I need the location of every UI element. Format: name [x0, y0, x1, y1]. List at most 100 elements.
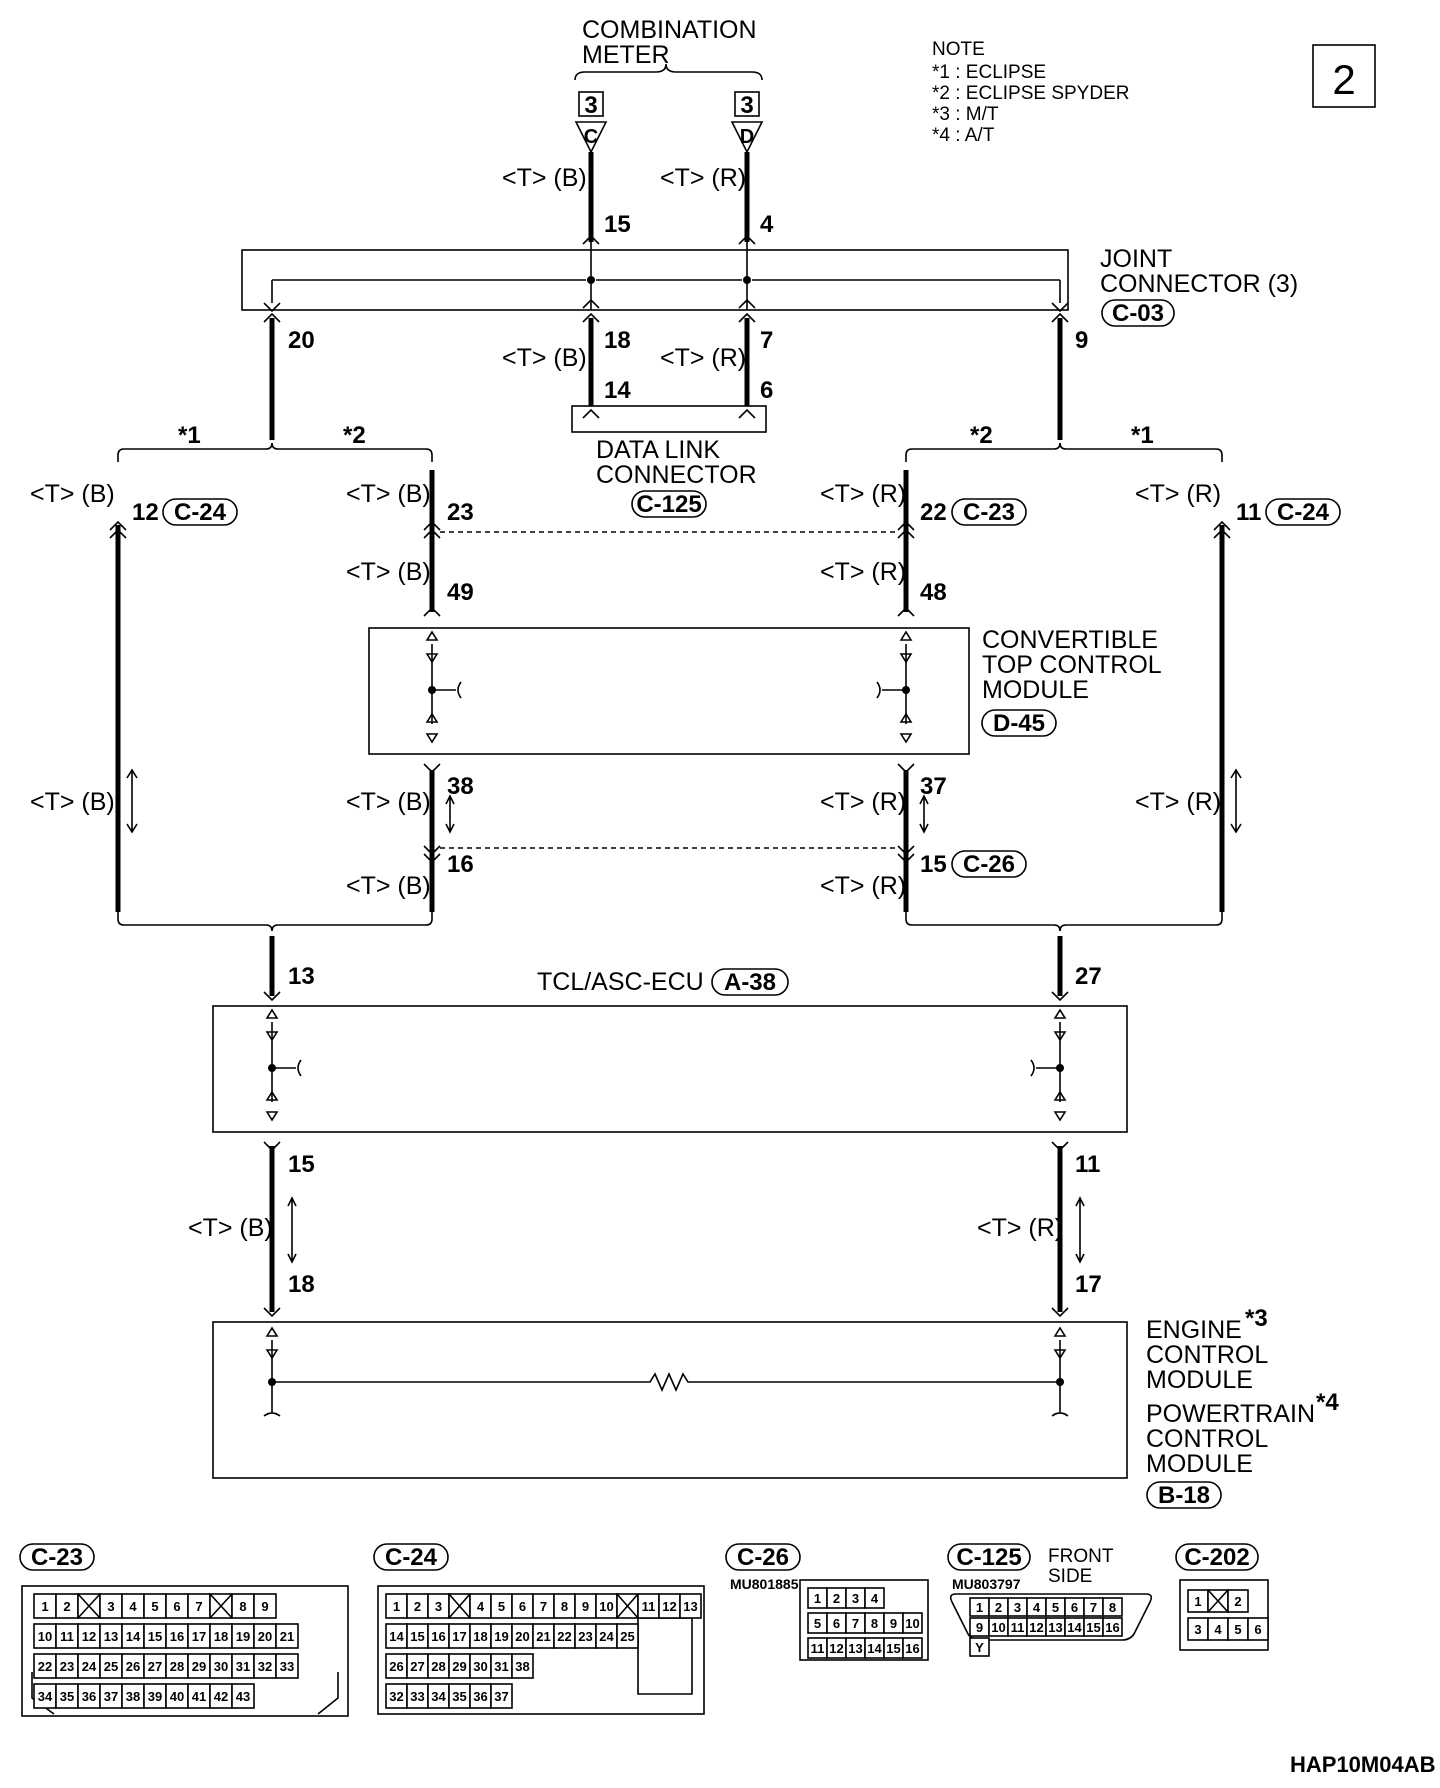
pin-label: 9 [976, 1620, 983, 1635]
pin-label: 11 [811, 1641, 825, 1656]
wire-color-r: <T> (R) [820, 558, 906, 586]
engine-control-module: ENGINE *3 CONTROL MODULE POWERTRAIN *4 C… [212, 1305, 1339, 1509]
pin-label: 33 [280, 1659, 294, 1674]
pin-label: 21 [280, 1629, 294, 1644]
pin-label: 9 [582, 1599, 589, 1614]
blank-pin-mark [209, 1593, 233, 1619]
pin-label: 28 [431, 1659, 445, 1674]
pin-label: 15 [886, 1641, 900, 1656]
pin-label: 12 [82, 1629, 96, 1644]
pin-label: 5 [498, 1599, 505, 1614]
pin-label: 25 [620, 1629, 634, 1644]
convertible-module-label: CONVERTIBLE [982, 626, 1158, 654]
pin-label: 4 [129, 1599, 137, 1614]
pin-cell [902, 1612, 923, 1634]
pin-number: 14 [604, 377, 631, 404]
pin-number: 12 [132, 499, 159, 526]
pin-label: 3 [1014, 1600, 1021, 1615]
pin-label: 12 [1029, 1620, 1043, 1635]
pin-number: 15 [920, 851, 947, 878]
joint-connector-id: C-03 [1112, 300, 1164, 327]
figure-code: HAP10M04AB [1290, 1752, 1436, 1777]
powertrain-module-label: MODULE [1146, 1450, 1253, 1478]
pin-label: 10 [599, 1599, 613, 1614]
pin-number: 15 [288, 1151, 315, 1178]
pin-label: 3 [1194, 1622, 1201, 1637]
convertible-module-id: D-45 [993, 710, 1045, 737]
pin-label: 7 [1090, 1600, 1097, 1615]
star-label: *3 [1245, 1305, 1268, 1332]
pin-label: 4 [871, 1591, 879, 1606]
pin-number: 11 [1236, 499, 1261, 526]
pin-cell [969, 1637, 990, 1657]
pin-label: 15 [1086, 1620, 1100, 1635]
pin-cell [1102, 1597, 1123, 1617]
data-link-label: DATA LINK [596, 436, 720, 464]
pin-label: 10 [38, 1629, 52, 1644]
pin-number: 22 [920, 499, 947, 526]
pin-label: 34 [431, 1689, 446, 1704]
pin-label: 17 [452, 1629, 466, 1644]
pin-label: 17 [192, 1629, 206, 1644]
pin-cell [1227, 1589, 1249, 1613]
pin-label: 5 [1052, 1600, 1059, 1615]
pin-label: 1 [41, 1599, 48, 1614]
pin-label: 19 [494, 1629, 508, 1644]
pin-label: 4 [477, 1599, 485, 1614]
pin-label: 10 [991, 1620, 1005, 1635]
pin-label: 9 [890, 1616, 897, 1631]
pin-label: 11 [642, 1599, 656, 1614]
pin-label: Y [975, 1640, 984, 1655]
pin-number: 18 [604, 327, 631, 354]
pin-label: 14 [389, 1629, 404, 1644]
legend-id: C-26 [737, 1544, 789, 1571]
tcl-ecu-id: A-38 [724, 969, 776, 996]
pin-cell [679, 1593, 702, 1619]
pin-cell [616, 1623, 639, 1649]
engine-module-label: CONTROL [1146, 1341, 1268, 1369]
connector-id: C-24 [174, 499, 227, 526]
legend-part: MU803797 [952, 1576, 1021, 1592]
pin-label: 6 [1071, 1600, 1078, 1615]
legend-id: C-23 [31, 1544, 83, 1571]
pin-label: 27 [410, 1659, 424, 1674]
pin-label: 38 [126, 1689, 140, 1704]
pin-label: 8 [239, 1599, 246, 1614]
data-link-connector: DATA LINK CONNECTOR C-125 [571, 405, 767, 518]
pin-label: 37 [104, 1689, 118, 1704]
pin-cell [1247, 1617, 1269, 1641]
wire-color-b: <T> (B) [346, 480, 431, 508]
legend-note: FRONT [1048, 1546, 1114, 1567]
pin-label: 16 [431, 1629, 445, 1644]
legend-note: SIDE [1048, 1566, 1092, 1587]
pin-number: 27 [1075, 963, 1102, 990]
note-item: *4 : A/T [932, 125, 995, 146]
pin-number: 9 [1075, 327, 1088, 354]
connector-id: C-23 [963, 499, 1015, 526]
blank-pin-mark [77, 1593, 101, 1619]
pin-label: 14 [126, 1629, 141, 1644]
pin-label: 23 [60, 1659, 74, 1674]
data-link-label: CONNECTOR [596, 461, 757, 489]
pin-label: 1 [814, 1591, 821, 1606]
pin-label: 16 [905, 1641, 919, 1656]
pin-cell [511, 1653, 534, 1679]
wire-color-r: <T> (R) [820, 788, 906, 816]
pin-label: 13 [104, 1629, 118, 1644]
pin-label: 5 [814, 1616, 821, 1631]
note-title: NOTE [932, 39, 985, 60]
pin-number: 20 [288, 327, 315, 354]
pin-label: 19 [236, 1629, 250, 1644]
wire-color-b: <T> (B) [30, 788, 115, 816]
pin-label: 12 [829, 1641, 843, 1656]
pin-label: 27 [148, 1659, 162, 1674]
pin-label: 5 [151, 1599, 158, 1614]
wire-color-b: <T> (B) [188, 1214, 273, 1242]
legend-id: C-202 [1184, 1544, 1249, 1571]
pin-cell [253, 1593, 277, 1619]
star-label: *2 [970, 422, 993, 449]
pin-label: 28 [170, 1659, 184, 1674]
